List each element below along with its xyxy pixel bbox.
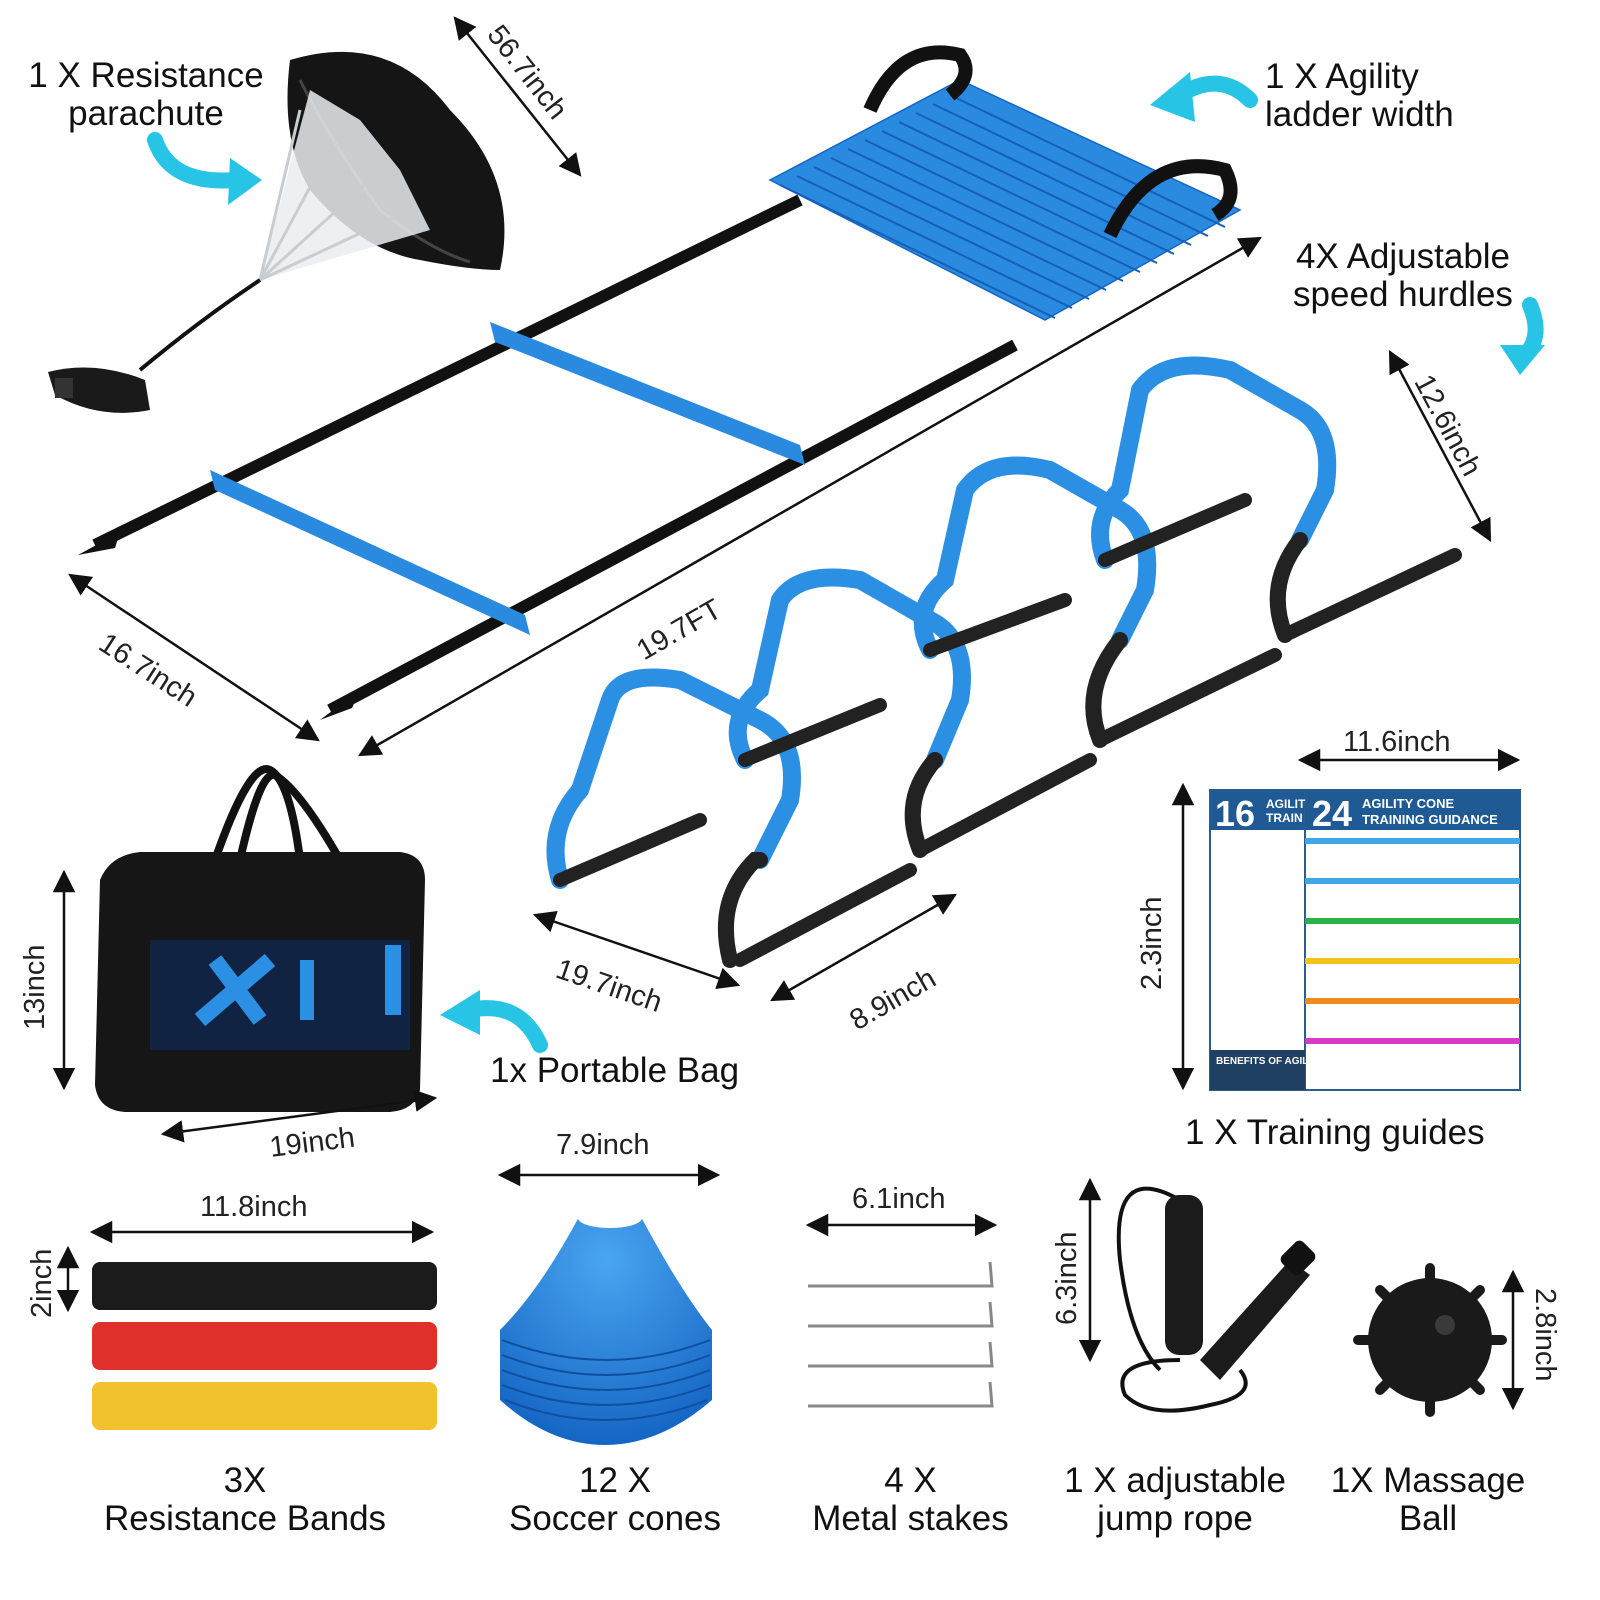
dim-guide-height: 2.3inch (1136, 896, 1168, 990)
bands-label: 3X Resistance Bands (85, 1462, 405, 1538)
parachute-label: 1 X Resistance parachute (15, 57, 277, 133)
ladder-label-line2: ladder width (1265, 95, 1454, 134)
massage-ball-label-line2: Ball (1398, 1499, 1458, 1538)
stakes-label-line2: Metal stakes (812, 1499, 1009, 1538)
parachute-label-line2: parachute (68, 94, 224, 133)
stakes-label-line1: 4 X (884, 1461, 937, 1500)
agility-ladder (78, 45, 1242, 720)
cones-label: 12 X Soccer cones (490, 1462, 740, 1538)
dim-band-width: 11.8inch (200, 1191, 308, 1223)
stakes-label: 4 X Metal stakes (798, 1462, 1023, 1538)
bag-label: 1x Portable Bag (490, 1051, 740, 1090)
metal-stakes (808, 1261, 994, 1408)
cones-label-line1: 12 X (579, 1461, 651, 1500)
poster-right-title-1: AGILITY CONE (1362, 796, 1455, 811)
resistance-parachute (48, 51, 505, 413)
jump-rope-label-line1: 1 X adjustable (1064, 1461, 1286, 1500)
dim-band-height: 2inch (26, 1248, 58, 1318)
soccer-cones (500, 1208, 712, 1445)
hurdles-label-line1: 4X Adjustable (1295, 237, 1511, 276)
ladder-label-line1: 1 X Agility (1265, 57, 1419, 96)
parachute-label-line1: 1 X Resistance (28, 56, 264, 95)
training-guides (1209, 789, 1521, 1091)
callout-arrowheads (228, 72, 1545, 1035)
dim-guide-width: 11.6inch (1343, 726, 1451, 758)
poster-left-number: 16 (1215, 793, 1255, 834)
massage-ball-label: 1X Massage Ball (1318, 1462, 1538, 1538)
bands-label-line1: 3X (223, 1461, 267, 1500)
bands-label-line2: Resistance Bands (103, 1499, 387, 1538)
massage-ball-label-line1: 1X Massage (1330, 1461, 1526, 1500)
hurdles-label: 4X Adjustable speed hurdles (1272, 238, 1534, 314)
poster-right-number: 24 (1312, 793, 1352, 834)
ladder-label: 1 X Agility ladder width (1265, 58, 1454, 134)
poster-right-title-2: TRAINING GUIDANCE (1362, 812, 1498, 827)
jump-rope-label: 1 X adjustable jump rope (1045, 1462, 1305, 1538)
dim-bag-height: 13inch (19, 944, 51, 1030)
resistance-bands (92, 1262, 437, 1430)
guides-label: 1 X Training guides (1185, 1113, 1485, 1152)
jump-rope (1116, 1186, 1316, 1413)
dim-rope-handle: 6.3inch (1051, 1231, 1083, 1325)
massage-ball (1353, 1263, 1507, 1417)
poster-left-title-2: TRAIN (1266, 811, 1303, 825)
dim-ball-size: 2.8inch (1529, 1288, 1561, 1382)
dim-cone-width: 7.9inch (556, 1129, 650, 1161)
hurdles-label-line2: speed hurdles (1293, 275, 1513, 314)
poster-left-title-1: AGILIT (1266, 797, 1306, 811)
dim-stake-width: 6.1inch (852, 1183, 946, 1215)
cones-label-line2: Soccer cones (508, 1499, 722, 1538)
portable-bag (95, 765, 425, 1112)
dimension-arrows (52, 16, 1525, 1411)
poster-text: 16 AGILIT TRAIN 24 AGILITY CONE TRAINING… (1215, 793, 1498, 1067)
jump-rope-label-line2: jump rope (1097, 1499, 1253, 1538)
poster-footer: BENEFITS OF AGILI (1216, 1056, 1311, 1067)
